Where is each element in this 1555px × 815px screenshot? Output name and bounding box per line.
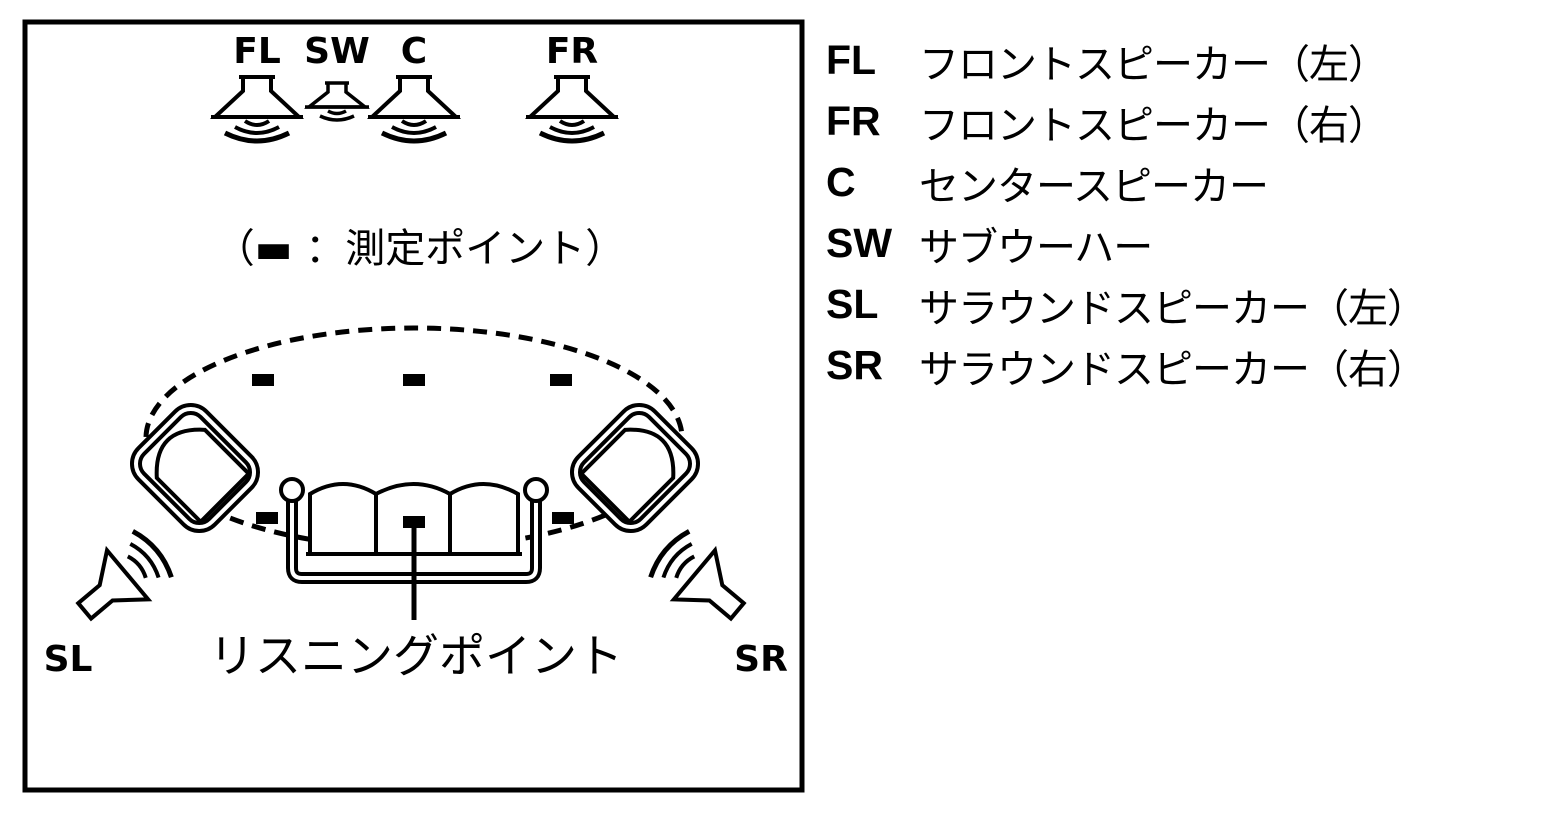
listening-point-label: リスニングポイント (209, 629, 623, 683)
legend-abbr: FR (826, 98, 881, 144)
speaker-sr-icon (645, 526, 758, 635)
speaker-sr-label: SR (734, 639, 788, 680)
legend-item-sw: SW サブウーハー (826, 213, 1426, 274)
speaker-sw: SW (303, 31, 371, 122)
measurement-note: （▬ ：測定ポイント） (215, 226, 626, 272)
speaker-fr-icon (526, 77, 618, 141)
speaker-c-label: C (401, 31, 427, 72)
legend-item-fl: FL フロントスピーカー（左） (826, 30, 1426, 91)
legend-description: サラウンドスピーカー（左） (919, 285, 1427, 332)
speaker-c-icon (368, 77, 460, 141)
legend-description: サラウンドスピーカー（右） (919, 346, 1427, 393)
measurement-point (403, 374, 425, 386)
legend-abbr: FL (826, 37, 877, 83)
legend-description: サブウーハー (919, 224, 1153, 271)
speaker-fl-icon (211, 77, 303, 141)
legend-description: フロントスピーカー（左） (919, 41, 1388, 88)
measurement-point (552, 512, 574, 524)
speaker-sw-icon (303, 81, 371, 122)
legend-description: フロントスピーカー（右） (919, 102, 1388, 149)
room-frame (22, 19, 805, 793)
speaker-sl-label: SL (44, 639, 93, 680)
speaker-fr-label: FR (546, 31, 598, 72)
legend-abbr: SW (826, 220, 893, 266)
speaker-fl-label: FL (233, 31, 281, 72)
legend-item-sl: SL サラウンドスピーカー（左） (826, 274, 1427, 335)
legend-description: センタースピーカー (919, 163, 1269, 210)
measurement-point (252, 374, 274, 386)
legend-item-c: C センタースピーカー (826, 152, 1426, 213)
speaker-sw-label: SW (304, 31, 370, 72)
speaker-fr: FR (526, 31, 618, 141)
armchair-left (129, 402, 262, 535)
measurement-points (252, 374, 574, 524)
speaker-legend: FL フロントスピーカー（左） FR フロントスピーカー（右） C センタースピ… (826, 30, 1427, 396)
speaker-fl: FL (211, 31, 303, 141)
speaker-sl: SL (44, 526, 178, 680)
measurement-point (256, 512, 278, 524)
legend-abbr: C (826, 159, 856, 205)
legend-item-fr: FR フロントスピーカー（右） (826, 91, 1426, 152)
measurement-point (550, 374, 572, 386)
legend-item-sr: SR サラウンドスピーカー（右） (826, 335, 1427, 396)
speaker-sl-icon (64, 526, 177, 635)
legend-abbr: SL (826, 281, 879, 327)
legend-abbr: SR (826, 342, 883, 388)
speaker-sr: SR (645, 526, 788, 680)
listening-point-marker (403, 516, 425, 528)
speaker-layout-diagram: FL SW C FR （▬ ：測定ポイント） (22, 19, 805, 793)
speaker-c: C (368, 31, 460, 141)
